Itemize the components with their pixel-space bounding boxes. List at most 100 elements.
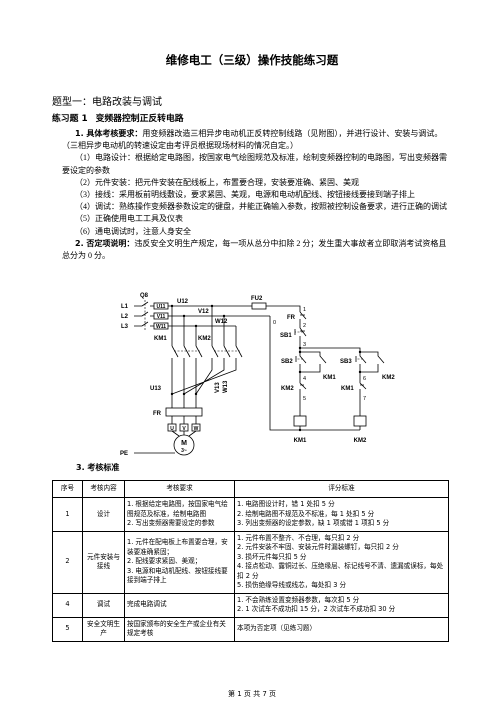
label-w13: W13 — [223, 380, 229, 393]
scoring-line: 1. 电路图设计时，错 1 处扣 5 分 — [237, 500, 335, 508]
scoring-line: 2. 元件安装不牢固、安装元件时漏装螺钉，每只扣 2 分 — [237, 543, 399, 551]
label-km1-main: KM1 — [154, 336, 167, 342]
control-circuit: FU2 0 1 2 3 4 5 6 7 FR SB1 SB2 KM1 KM2 S… — [251, 296, 395, 444]
scoring-line: 3. 损坏元件每只扣 5 分 — [237, 552, 307, 561]
label-node-7: 7 — [363, 396, 366, 402]
label-terminal-w: W — [194, 426, 199, 432]
label-km2-interlock: KM2 — [281, 386, 294, 392]
label-w12: W12 — [215, 319, 228, 325]
label-v12: V12 — [198, 309, 209, 315]
label-node-0: 0 — [273, 320, 276, 326]
requirement-line: 按国家颁布的安全生产或企业有关规定考核 — [127, 619, 226, 638]
requirement-item: （1）电路设计：根据给定电路图，按国家电气绘图规范及标准，绘制变频器控制的电路图… — [62, 153, 447, 175]
page-footer: 第 1 页 共 7 页 — [227, 690, 277, 698]
table-header-cell: 序号 — [52, 480, 83, 498]
table-header-cell: 考核内容 — [82, 480, 125, 498]
km2-coil — [353, 415, 367, 427]
negation-lead: 2. 否定项说明： — [75, 238, 135, 248]
requirements-lead: 1. 具体考核要求： — [75, 129, 143, 138]
phase-reversal-wiring — [171, 364, 237, 408]
km1-main-contacts — [171, 345, 203, 364]
assessment-content-cell: 安全文明生产 — [82, 616, 125, 642]
km2-hold-contact — [360, 351, 385, 373]
label-fu2: FU2 — [251, 296, 263, 302]
requirement-line: 2. 写出变频器需要设定的参数 — [127, 519, 215, 527]
requirement-item: （3）接线：采用板前明线敷设，要求紧固、美观，电源和电动机配线、按钮接线要接到端… — [75, 190, 415, 200]
label-motor-phase: 3~ — [181, 448, 187, 454]
label-u13: U13 — [150, 386, 162, 392]
label-sb2: SB2 — [281, 359, 293, 365]
table-header-cell: 考核要求 — [124, 480, 235, 498]
table-header-row: 序号考核内容考核要求评分标准 — [52, 480, 449, 498]
label-u11: U11 — [157, 304, 166, 310]
requirement-cell: 1. 元件在配电板上布置要合理，安装要准确紧固；2. 配线要求紧固、美观；3. … — [124, 530, 235, 594]
label-node-4: 4 — [303, 376, 306, 382]
section-heading: 题型一：电路改装与调试 — [52, 97, 162, 108]
scoring-line: 3. 列出变频器的设定参数，缺 1 项或错 1 项扣 5 分 — [237, 519, 390, 527]
requirement-line: 3. 电源和电动机配线、按钮接线要接到端子排上 — [127, 566, 228, 585]
km1-coil — [293, 415, 307, 427]
requirements-intro: 1. 具体考核要求：用变频器改造三相异步电动机正反转控制线路（见附图），并进行设… — [62, 128, 448, 152]
scoring-line: 5. 损伤绝缘导线或线芯，每处扣 3 分 — [237, 581, 347, 589]
requirement-line: 2. 配线要求紧固、美观； — [127, 557, 202, 566]
km1-interlock-contact — [359, 382, 367, 416]
requirement-line: 1. 元件在配电板上布置要合理，安装要准确紧固； — [127, 538, 228, 556]
label-node-3: 3 — [303, 342, 306, 348]
km2-main-contacts — [211, 345, 243, 364]
requirement-item: （2）元件安装：把元件安装在配线板上，布置要合理，安装要准确、紧固、美观 — [75, 177, 359, 187]
assessment-content-cell: 调试 — [82, 592, 125, 618]
scoring-line: 1. 元件布置不整齐、不合理，每只扣 2 分 — [237, 533, 360, 542]
label-km1-interlock: KM1 — [341, 386, 354, 392]
control-return-rail — [269, 316, 360, 431]
km1-hold-contact — [300, 351, 327, 373]
task-label: 练习题 1 — [52, 114, 88, 124]
label-w11: W11 — [156, 324, 166, 330]
requirement-item: （5）正确使用电工工具及仪表 — [75, 214, 183, 224]
label-terminal-v: V — [182, 426, 186, 432]
table-header-cell: 评分标准 — [234, 480, 449, 498]
label-l1: L1 — [121, 304, 129, 310]
contactor-drops — [171, 306, 237, 346]
sb1-stop-button-symbol — [294, 327, 307, 348]
assessment-content-cell: 设计 — [82, 497, 125, 532]
label-l2: L2 — [121, 314, 129, 320]
fuse-fu2 — [251, 302, 267, 310]
thermal-relay-fr — [165, 407, 203, 417]
label-node-2: 2 — [303, 323, 306, 329]
negation-note: 2. 否定项说明：违反安全文明生产规定，每一项从总分中扣除 2 分；发生重大事故… — [62, 238, 448, 262]
fr-control-contact — [299, 311, 307, 328]
breaker-q8 — [134, 300, 154, 330]
requirement-line: 完成电路调试 — [127, 600, 167, 609]
label-l3: L3 — [121, 324, 129, 330]
label-km1-hold: KM1 — [323, 375, 336, 381]
requirement-cell: 完成电路调试 — [124, 592, 235, 618]
label-km2-coil: KM2 — [354, 438, 367, 444]
label-pe: PE — [120, 451, 128, 457]
label-u12: U12 — [177, 299, 189, 305]
label-km1-coil: KM1 — [294, 438, 307, 444]
scoring-line: 2. 绘制电路图不规范及不标准，每 1 处扣 5 分 — [237, 509, 375, 518]
requirement-cell: 按国家颁布的安全生产或企业有关规定考核 — [124, 616, 235, 642]
label-node-5: 5 — [303, 396, 306, 402]
km2-interlock-contact — [299, 382, 307, 416]
scoring-line: 2. 1 次试车不成功扣 15 分，2 次试车不成功扣 30 分 — [237, 605, 396, 613]
row-number-cell: 1 — [52, 497, 83, 532]
requirements-block: 1. 具体考核要求：用变频器改造三相异步电动机正反转控制线路（见附图），并进行设… — [62, 128, 448, 262]
row-number-cell: 2 — [52, 530, 83, 594]
scoring-line: 1. 不会熟练设置变频器参数，每次扣 5 分 — [237, 595, 360, 604]
scoring-line: 4. 接点松动、露铜过长、压绝缘层、标记线号不清、遗漏或误标，每处扣 2 分 — [237, 562, 444, 580]
scoring-line: 本项为否定项（见练习题） — [237, 624, 317, 633]
row-number-cell: 4 — [52, 592, 83, 618]
label-sb1: SB1 — [280, 333, 292, 339]
label-fr-main: FR — [153, 411, 162, 417]
label-km2-main: KM2 — [198, 336, 211, 342]
label-v13: V13 — [215, 382, 221, 393]
row-number-cell: 5 — [52, 616, 83, 642]
